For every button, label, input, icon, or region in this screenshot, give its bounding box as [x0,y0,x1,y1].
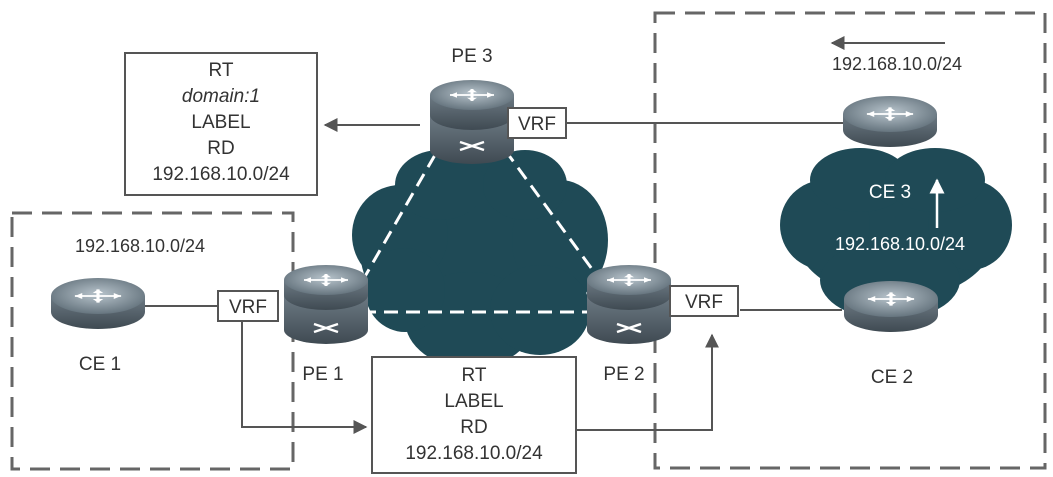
router-ce3[interactable] [843,96,937,147]
box-top-rt: RT [209,60,234,81]
label-pe1: PE 1 [302,364,343,385]
vrf-pe3: VRF [508,108,566,138]
label-ce3: CE 3 [869,182,911,203]
route-info-box-bottom: RT LABEL RD 192.168.10.0/24 [372,357,576,473]
router-ce2[interactable] [844,281,938,332]
box-bottom-prefix: 192.168.10.0/24 [405,443,543,464]
route-info-box-top: RT domain:1 LABEL RD 192.168.10.0/24 [125,53,317,195]
box-bottom-rt: RT [462,365,487,386]
label-pe2: PE 2 [603,364,644,385]
router-ce1[interactable] [51,278,145,329]
prefix-ce1: 192.168.10.0/24 [75,236,205,256]
router-pe1[interactable] [284,265,368,344]
vrf-pe2-label: VRF [685,292,723,313]
box-top-label: LABEL [191,112,250,133]
box-bottom-label: LABEL [444,391,503,412]
router-pe2[interactable] [587,265,671,344]
label-ce2: CE 2 [871,367,913,388]
vrf-pe1: VRF [218,291,278,321]
box-top-rd: RD [207,138,234,159]
prefix-top-right: 192.168.10.0/24 [832,54,962,74]
provider-cloud [352,150,608,368]
vrf-pe1-label: VRF [229,297,267,318]
box-bottom-rd: RD [460,417,487,438]
box-top-domain: domain:1 [182,86,260,107]
vrf-pe2: VRF [670,286,738,316]
prefix-ce3-cloud: 192.168.10.0/24 [835,234,965,254]
label-ce1: CE 1 [79,354,121,375]
router-pe3[interactable] [430,80,514,164]
box-top-prefix: 192.168.10.0/24 [152,164,290,185]
label-pe3: PE 3 [451,46,492,67]
vrf-pe3-label: VRF [518,114,556,135]
